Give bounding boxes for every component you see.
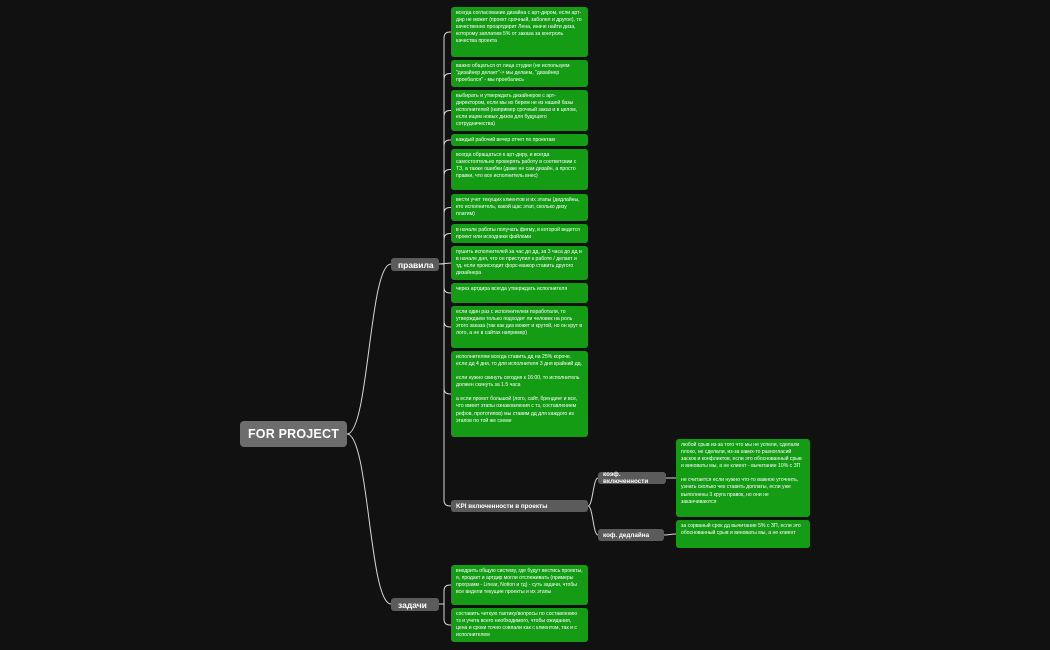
kpi-deadline-text[interactable]: за сорваный срок дд вычитание 5% с ЗП, е… — [676, 520, 810, 548]
branch-tasks[interactable]: задачи — [391, 598, 439, 611]
link-rule-7 — [439, 233, 451, 265]
leaf-line: вести учет текущих клиентов и их этапы (… — [456, 197, 580, 218]
leaf-line: а если проект большой (лого, сайт, бренд… — [456, 396, 578, 424]
link-rule-9 — [439, 263, 451, 294]
leaf-line: исполнителям всегда ставить дд на 25% ко… — [456, 354, 583, 368]
kpi-involvement-text[interactable]: любой срыв из-за того что мы не успели, … — [676, 439, 810, 517]
rule-leaf-8[interactable]: пушить исполнителей за час до дд, за 3 ч… — [451, 246, 588, 280]
leaf-line: пушить исполнителей за час до дд, за 3 ч… — [456, 249, 582, 277]
link-kpi-involvement — [587, 477, 599, 507]
task-leaf-2[interactable]: составить четкую тактику/вопросы по сост… — [451, 608, 588, 642]
task-leaf-1[interactable]: внедрить общую систему, где будут вестис… — [451, 565, 588, 605]
rule-leaf-10[interactable]: если один раз с исполнителем поработали,… — [451, 306, 588, 348]
rule-leaf-7[interactable]: в начале работы получать фигму, в которо… — [451, 224, 588, 243]
rule-leaf-5[interactable]: всегда обращаться к арт-диру, и всегда с… — [451, 149, 588, 190]
link-rule-2 — [439, 73, 451, 265]
leaf-line: каждый рабочий вечер отчет по проектам — [456, 137, 555, 143]
link-rule-5 — [439, 169, 451, 265]
rule-leaf-4[interactable]: каждый рабочий вечер отчет по проектам — [451, 134, 588, 146]
link-kpi-deadline — [587, 505, 599, 536]
leaf-gap — [456, 368, 583, 375]
leaf-line: в начале работы получать фигму, в которо… — [456, 227, 580, 241]
branch-rules[interactable]: правила — [391, 258, 439, 271]
rule-leaf-11[interactable]: исполнителям всегда ставить дд на 25% ко… — [451, 351, 588, 437]
leaf-line: всегда обращаться к арт-диру, и всегда с… — [456, 152, 577, 180]
link-task-2 — [439, 603, 451, 626]
leaf-line: если нужно скинуть сегодня к 16:00, то и… — [456, 375, 580, 389]
rule-leaf-1[interactable]: всегда согласование дизайна с арт-дирoм,… — [451, 7, 588, 57]
leaf-line: если один раз с исполнителем поработали,… — [456, 309, 583, 337]
leaf-gap — [681, 470, 805, 477]
leaf-line: внедрить общую систему, где будут вестис… — [456, 568, 583, 596]
link-task-1 — [439, 584, 451, 605]
leaf-line: всегда согласование дизайна с арт-дирoм,… — [456, 10, 582, 45]
link-rule-11 — [439, 263, 451, 395]
link-deadline-text — [663, 533, 677, 536]
link-rule-1 — [439, 31, 451, 265]
rule-leaf-2[interactable]: важно общаться от лица студии (не исполь… — [451, 60, 588, 87]
kpi-node[interactable]: KPI включенности в проекты — [451, 500, 588, 512]
leaf-line: не считается если нужно что-то важное ут… — [681, 477, 799, 505]
rule-leaf-9[interactable]: через артдира всегда утверждать исполнит… — [451, 283, 588, 303]
leaf-line: за сорваный срок дд вычитание 5% с ЗП, е… — [681, 523, 801, 537]
link-root-rules — [346, 263, 392, 435]
leaf-line: любой срыв из-за того что мы не успели, … — [681, 442, 802, 470]
root-node[interactable]: FOR PROJECT — [240, 421, 347, 447]
link-rule-3 — [439, 110, 451, 265]
rule-leaf-3[interactable]: выбирать и утверждать дизайнеров с арт-д… — [451, 90, 588, 131]
leaf-line: составить четкую тактику/вопросы по сост… — [456, 611, 578, 639]
link-rule-4 — [439, 139, 451, 265]
kpi-deadline-node[interactable]: коф. дедлайна — [598, 529, 664, 541]
leaf-line: через артдира всегда утверждать исполнит… — [456, 286, 568, 292]
link-rule-10 — [439, 263, 451, 328]
leaf-line: выбирать и утверждать дизайнеров с арт-д… — [456, 93, 578, 128]
link-rule-6 — [439, 207, 451, 265]
leaf-line: важно общаться от лица студии (не исполь… — [456, 63, 570, 84]
kpi-involvement-node[interactable]: коэф. включенности — [598, 471, 666, 485]
link-root-tasks — [346, 433, 392, 605]
link-rules-kpi — [439, 263, 451, 507]
rule-leaf-6[interactable]: вести учет текущих клиентов и их этапы (… — [451, 194, 588, 221]
